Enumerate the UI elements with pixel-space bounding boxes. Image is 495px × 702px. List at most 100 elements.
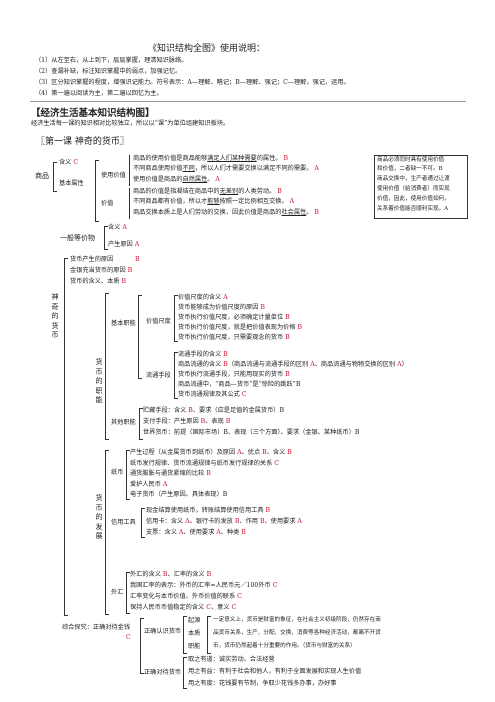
measure-line: 价值尺度的含义 A (178, 294, 228, 301)
equivalent-cause: 产生原因 A (108, 241, 140, 248)
money-gold-silver: 金银充当货币的原因 B (70, 267, 133, 274)
commodity-root: 商品 (35, 172, 49, 180)
brace (105, 293, 109, 440)
sidebox-line: 使用价值（给消费者）而实现 (377, 186, 450, 192)
circulation-line: 流通手段的含义 B (178, 351, 228, 358)
sidebox-line: 商品交换中，生产者通过让渡 (377, 176, 450, 182)
lesson-heading: 〖第一课 神奇的货币〗 (36, 137, 129, 147)
brace (95, 160, 99, 222)
sidebox-line: 和价值，二者缺一不可。B (377, 166, 443, 172)
instruction-2: （2）查漏补缺，标注知识掌握中的弱点，加强记忆。 (35, 68, 182, 75)
measure-value: 价值尺度 (146, 318, 171, 325)
treat-line: 用之有度：花钱要有节制，争取少花钱多办事，办好事 (188, 680, 337, 687)
forex: 外汇 (111, 589, 124, 596)
function-label: 职能 (188, 643, 201, 650)
treat-line: 取之有道：诚实劳动、合法经营 (188, 656, 275, 663)
origin-label: 起源 (188, 617, 201, 624)
basic-functions: 基本职能 (111, 320, 136, 327)
money-vertical-title: 神奇的货币 (51, 293, 59, 339)
circulation-line: 商品流通中，“商品—货币”是“惊险的跳跃”B (178, 381, 301, 388)
instruction-4: （4）第一遍以阅读为主，第二遍以回忆为主。 (35, 90, 163, 97)
sidebox-line: 关系着价值能否顺利实现。A (377, 206, 449, 212)
paper-line: 产生过程（从金属货币到纸币）及原因 A、优点 B、含义 B (130, 449, 292, 456)
forex-line: 外汇的含义 B、汇率的含义 B (130, 571, 212, 578)
brace (64, 258, 68, 616)
inquiry-grade: C (126, 634, 131, 641)
sidebox-line: 价值，因此，使用价值如何， (377, 196, 450, 202)
measure-line: 货币执行价值尺度，只需要观念的货币 B (178, 334, 290, 341)
paper-line: 电子货币（产生原因、具体表现）B (130, 491, 228, 498)
paper-money: 纸币 (111, 469, 124, 476)
forex-line: 我国汇率的表示：外币的汇率=人民币元／100外币 C (130, 582, 278, 589)
brace (105, 450, 109, 615)
money-essence: 货币的含义、本质 B (70, 278, 127, 285)
brace (126, 450, 130, 500)
commodity-line: 商品交换本质上是人们劳动的交换，因此价值是商品的社会属性。 B (133, 209, 319, 216)
know-line: 币，货币仍然起着十分重要的作用。（货币与财富的关系） (213, 643, 356, 649)
other-line: 贮藏手段：含义 B、要求（应是足值的金属货币）B (143, 407, 285, 414)
brace (174, 352, 178, 399)
measure-line: 货币执行价值尺度，就是把价值表现为价格 B (178, 324, 303, 331)
commodity-sidebox (374, 155, 468, 219)
commodity-line: 不同商品都有价值，所以才能够按照一定比例相互交换。 A (133, 198, 295, 205)
brace (53, 162, 57, 192)
paper-line: 爱护人民币 A (130, 480, 168, 488)
circulation-line: 货币执行流通手段，只能用现实的货币 B (178, 371, 290, 378)
paper-line: 纸币发行规律、货币流通规律与纸币发行规律的关系 C (130, 459, 280, 467)
forex-line: 保持人民币币值稳定的含义 C、意义 C (130, 604, 237, 611)
forex-line: 汇率变化与本币价值、外币价值的联系 C (130, 593, 242, 600)
circulation-line: 商品流通的含义 B（商品流通与流通手段的区别 A、商品流通与物物交换的区别 A） (178, 361, 408, 368)
brace (104, 226, 108, 250)
brace (207, 616, 211, 654)
value: 价值 (101, 200, 114, 207)
section-heading: 【经济生活基本知识结构图】 (31, 108, 155, 119)
circulation-line: 货币流通规律及其公式 C (178, 391, 247, 398)
other-line: 世界货币：前提（国际市场）B、表现（三个方面）、要求（金银、某种纸币）B (143, 429, 360, 436)
circulation: 流通手段 (146, 372, 171, 379)
sidebox-line: 商品必须同时具有使用价值 (377, 157, 445, 163)
equivalent-root: 一般等价物 (60, 234, 95, 242)
treat-line: 用之有益：有利于社会和他人，有利于全面发展和实现人生价值 (188, 668, 362, 675)
brace (141, 508, 145, 538)
know-money: 正确认识货币 (144, 628, 182, 635)
commodity-line: 商品的价值是指凝结在商品中的无差别的人类劳动。 B (133, 188, 282, 195)
know-line: 品货币关系，生产、分配、交换、消费等各种经济活动，都离不开货 (213, 630, 381, 636)
brace (140, 618, 144, 674)
use-value: 使用价值 (101, 172, 126, 179)
measure-line: 货币能够成为价值尺度的原因 B (178, 304, 265, 311)
brace (139, 408, 143, 440)
equivalent-meaning: 含义 A (108, 224, 127, 231)
grade: B (135, 256, 140, 263)
paper-line: 通货膨胀与通货紧缩的比较 B (130, 470, 211, 477)
other-functions: 其他职能 (111, 419, 136, 426)
brace (138, 295, 142, 379)
commodity-line: 商品的使用价值是商品能够满足人们某种需要的属性。 B (133, 155, 289, 162)
commodity-meaning: 含义 C (59, 159, 79, 166)
inquiry-root: 综合探究：正确对待金钱 (62, 624, 131, 631)
commodity-line: 使用价值是商品的自然属性。 A (133, 176, 220, 183)
essence-label: 本质 (188, 630, 201, 637)
commodity-line: 不同商品使用价值不同，所以人们才需要交换以满足不同的需要。 A (133, 165, 319, 172)
brace (183, 616, 187, 654)
brace (129, 188, 130, 219)
divider (30, 101, 466, 102)
other-line: 支付手段：产生原因 B、表现 B (143, 418, 231, 425)
brace (174, 295, 178, 342)
treat-money: 正确对待货币 (144, 669, 182, 676)
section-note: 经济生活每一课的知识相对比较独立，所以以“课”为单位组建知识板块。 (31, 120, 230, 127)
know-line: 一定意义上，货币是财富的象征，在社会主义初级阶段，仍然存在商 (213, 617, 381, 623)
measure-line: 货币执行价值尺度，必须确定计量单位 B (178, 314, 290, 321)
money-origin: 货币产生的原因 (70, 256, 114, 263)
credit-tools: 信用工具 (111, 519, 136, 526)
development-title: 货币的发展 (95, 494, 103, 540)
brace (126, 572, 130, 614)
brace (183, 657, 187, 689)
commodity-attrs: 基本属性 (59, 180, 84, 187)
instruction-1: （1）从左至右，从上到下，层层掌握，理清知识脉络。 (35, 57, 188, 64)
credit-line: 现金结算使用纸币，转账结算使用信用工具 B (146, 507, 271, 514)
doc-title: 《知识结构全图》使用说明： (148, 44, 266, 54)
credit-line: 信用卡：含义 A、银行卡的发放 B、作用 B、使用要求 A (146, 518, 302, 525)
brace (129, 155, 130, 186)
instruction-3: （3）区分知识掌握的程度，增强识记能力。符号表示：A—理解、略记；B—理解、强记… (35, 79, 350, 86)
credit-line: 支票：含义 A、使用要求 A、种类 B (146, 529, 246, 536)
